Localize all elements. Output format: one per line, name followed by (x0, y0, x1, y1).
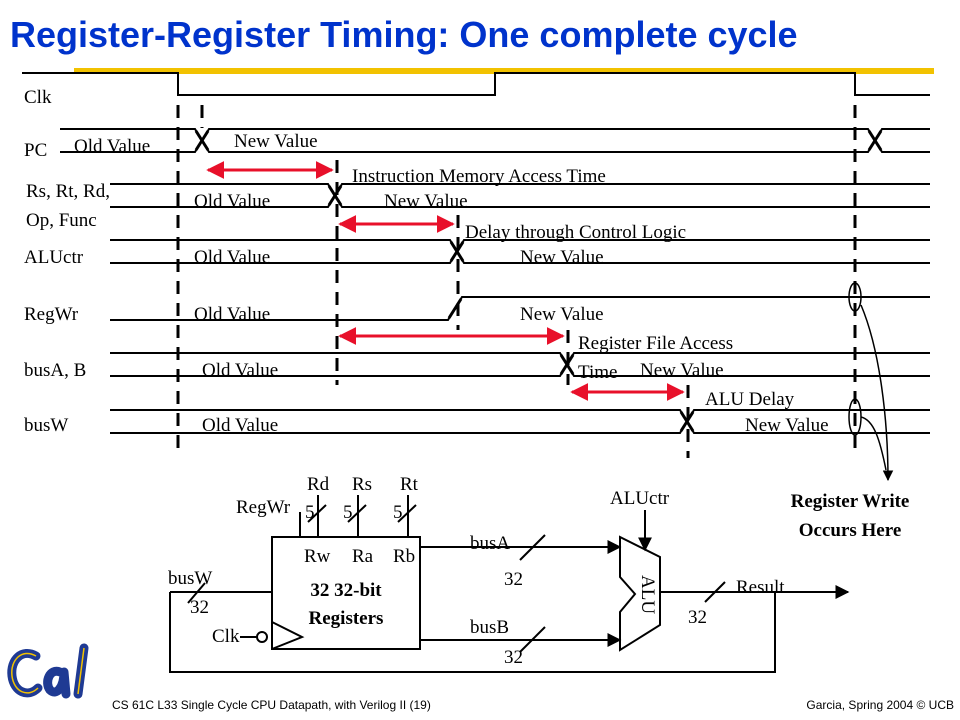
signal-rs-line2: Op, Func (26, 210, 97, 231)
alu-block (619, 535, 661, 652)
title-underline (74, 68, 934, 74)
busw-old-value: Old Value (202, 415, 278, 436)
aluctr-new-value: New Value (520, 247, 604, 268)
transition-marks (194, 130, 883, 432)
result-label: Result (736, 577, 785, 598)
regwr-old-value: Old Value (194, 304, 270, 325)
rw-port: Rw (304, 546, 331, 567)
busa-width: 32 (504, 569, 523, 590)
rs-new-value: New Value (384, 191, 468, 212)
busb-label: busB (470, 617, 509, 638)
rd-width: 5 (305, 502, 315, 523)
alu-delay-label: ALU Delay (705, 389, 795, 410)
aluctr-old-value: Old Value (194, 247, 270, 268)
register-write-marker (848, 282, 894, 482)
busw-width: 32 (190, 597, 209, 618)
ra-port: Ra (352, 546, 374, 567)
busb-width: 32 (504, 647, 523, 668)
alu-label: ALU (637, 575, 658, 614)
footer-credit: Garcia, Spring 2004 © UCB (806, 698, 954, 712)
slide-title: Register-Register Timing: One complete c… (10, 14, 798, 55)
control-delay-label: Delay through Control Logic (465, 222, 686, 243)
result-width: 32 (688, 607, 707, 628)
cal-logo (7, 643, 89, 699)
regfile-delay-label-1: Register File Access (578, 333, 733, 354)
busa-label: busA (470, 533, 510, 554)
rs-width: 5 (343, 502, 353, 523)
rd-label: Rd (307, 474, 330, 495)
register-file-label-2: Registers (309, 608, 384, 629)
cycle-markers (176, 105, 857, 458)
pc-old-value: Old Value (74, 136, 150, 157)
pc-new-value: New Value (234, 131, 318, 152)
register-write-label-2: Occurs Here (799, 520, 902, 541)
clock-waveform (22, 72, 930, 96)
regfile-delay-label-2: Time (578, 362, 617, 383)
signal-aluctr: ALUctr (24, 247, 84, 268)
signal-pc: PC (24, 140, 47, 161)
signal-clk: Clk (24, 87, 52, 108)
busab-old-value: Old Value (202, 360, 278, 381)
delay-arrows (206, 161, 685, 401)
rs-label: Rs (352, 474, 372, 495)
imem-delay-label: Instruction Memory Access Time (352, 166, 606, 187)
regwr-new-value: New Value (520, 304, 604, 325)
signal-busab: busA, B (24, 360, 86, 381)
rt-width: 5 (393, 502, 403, 523)
register-file-label-1: 32 32-bit (310, 580, 382, 601)
signal-rs-line1: Rs, Rt, Rd, (26, 181, 110, 202)
signal-regwr: RegWr (24, 304, 79, 325)
aluctr-input-label: ALUctr (610, 488, 670, 509)
regwr-label: RegWr (236, 497, 291, 518)
busw-label: busW (168, 568, 212, 589)
busw-new-value: New Value (745, 415, 829, 436)
footer-course-info: CS 61C L33 Single Cycle CPU Datapath, wi… (112, 698, 431, 712)
rb-port: Rb (393, 546, 415, 567)
register-write-label-1: Register Write (791, 491, 910, 512)
datapath-schematic (169, 495, 850, 673)
rt-label: Rt (400, 474, 419, 495)
clk-input-label: Clk (212, 626, 240, 647)
rs-old-value: Old Value (194, 191, 270, 212)
signal-busw: busW (24, 415, 68, 436)
busab-new-value: New Value (640, 360, 724, 381)
